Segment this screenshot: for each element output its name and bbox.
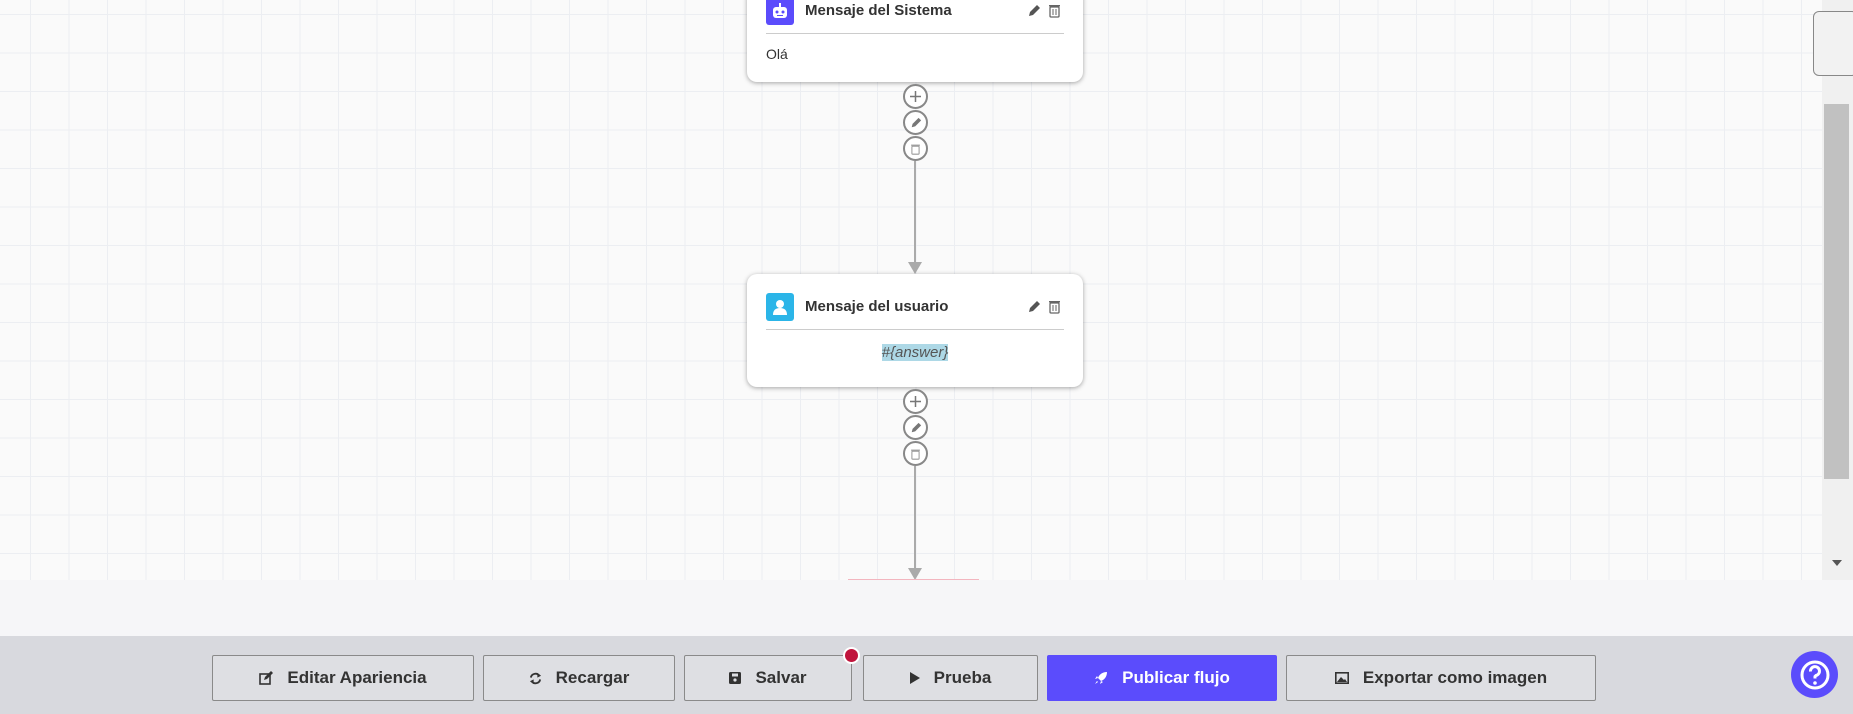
publish-label: Publicar flujo — [1122, 668, 1230, 687]
export-label: Exportar como imagen — [1362, 668, 1548, 687]
minimap-panel[interactable] — [1813, 11, 1853, 76]
scrollbar-thumb[interactable] — [1824, 104, 1849, 479]
trash-icon[interactable] — [1044, 297, 1064, 317]
rocket-icon — [1095, 672, 1108, 684]
connector-arrow — [908, 262, 922, 274]
answer-variable: #{answer} — [881, 344, 949, 361]
robot-icon — [766, 0, 794, 25]
node-body: #{answer} — [766, 344, 1064, 361]
edit-appearance-label: Editar Apariencia — [287, 668, 427, 687]
node-body: Olá — [766, 46, 788, 62]
scroll-down-arrow[interactable] — [1832, 560, 1842, 566]
question-icon — [1800, 660, 1829, 689]
edit-connection-button[interactable] — [903, 110, 928, 135]
node-header: Mensaje del Sistema — [766, 0, 1064, 34]
trash-icon[interactable] — [1044, 1, 1064, 21]
bottom-toolbar: Editar Apariencia Recargar Salvar Prueba… — [0, 636, 1853, 714]
flow-canvas[interactable]: Mensaje del Sistema Olá Mensaje del usua… — [0, 0, 1822, 580]
user-icon — [766, 292, 794, 321]
pencil-icon[interactable] — [1024, 1, 1044, 21]
reload-label: Recargar — [555, 668, 630, 687]
image-icon — [1334, 672, 1349, 684]
node-title: Mensaje del usuario — [805, 298, 949, 315]
edit-appearance-button[interactable]: Editar Apariencia — [212, 655, 474, 701]
refresh-icon — [529, 672, 541, 684]
vertical-scrollbar[interactable] — [1822, 0, 1853, 580]
add-node-button[interactable] — [903, 84, 928, 109]
publish-flow-button[interactable]: Publicar flujo — [1047, 655, 1277, 701]
unsaved-changes-dot — [843, 647, 860, 664]
node-header: Mensaje del usuario — [766, 284, 1064, 330]
export-image-button[interactable]: Exportar como imagen — [1286, 655, 1596, 701]
help-button[interactable] — [1791, 651, 1838, 698]
save-label: Salvar — [755, 668, 807, 687]
user-message-node[interactable]: Mensaje del usuario #{answer} — [747, 274, 1083, 387]
reload-button[interactable]: Recargar — [483, 655, 675, 701]
test-button[interactable]: Prueba — [863, 655, 1038, 701]
connector-line — [914, 161, 916, 264]
system-message-node[interactable]: Mensaje del Sistema Olá — [747, 0, 1083, 82]
floppy-icon — [729, 672, 742, 684]
play-icon — [909, 672, 920, 684]
node-title: Mensaje del Sistema — [805, 2, 952, 19]
pencil-icon[interactable] — [1024, 297, 1044, 317]
connector-line — [914, 466, 916, 570]
edit-connection-button[interactable] — [903, 415, 928, 440]
test-label: Prueba — [933, 668, 992, 687]
add-node-button[interactable] — [903, 389, 928, 414]
delete-connection-button[interactable] — [903, 136, 928, 161]
next-node-edge — [848, 579, 979, 580]
delete-connection-button[interactable] — [903, 441, 928, 466]
connector-arrow — [908, 568, 922, 580]
edit-icon — [259, 671, 274, 685]
save-button[interactable]: Salvar — [684, 655, 852, 701]
